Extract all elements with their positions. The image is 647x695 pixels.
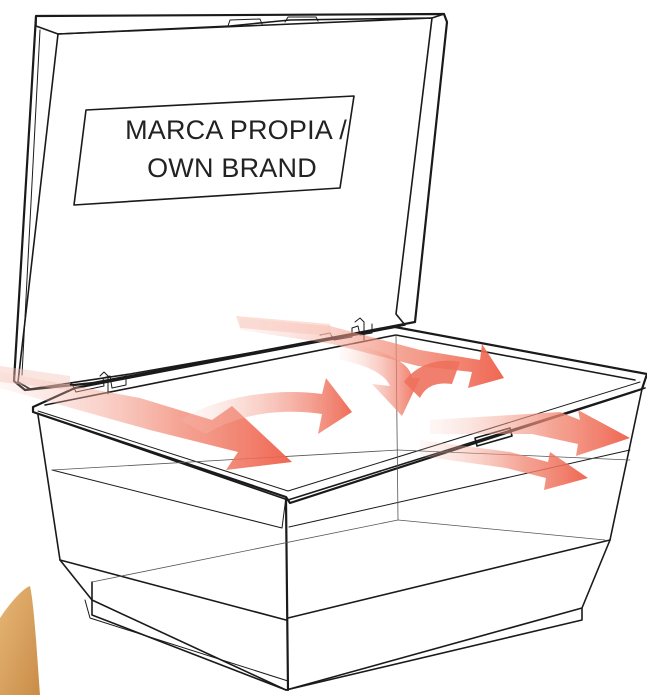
brand-label-panel: MARCA PROPIA / OWN BRAND: [74, 96, 354, 205]
box-body: [33, 327, 647, 690]
box-lid: MARCA PROPIA / OWN BRAND: [14, 14, 447, 390]
brand-label-line-1: MARCA PROPIA /: [125, 115, 347, 145]
brand-label-line-2: OWN BRAND: [147, 153, 317, 183]
wood-pallet-corner: [0, 586, 40, 695]
